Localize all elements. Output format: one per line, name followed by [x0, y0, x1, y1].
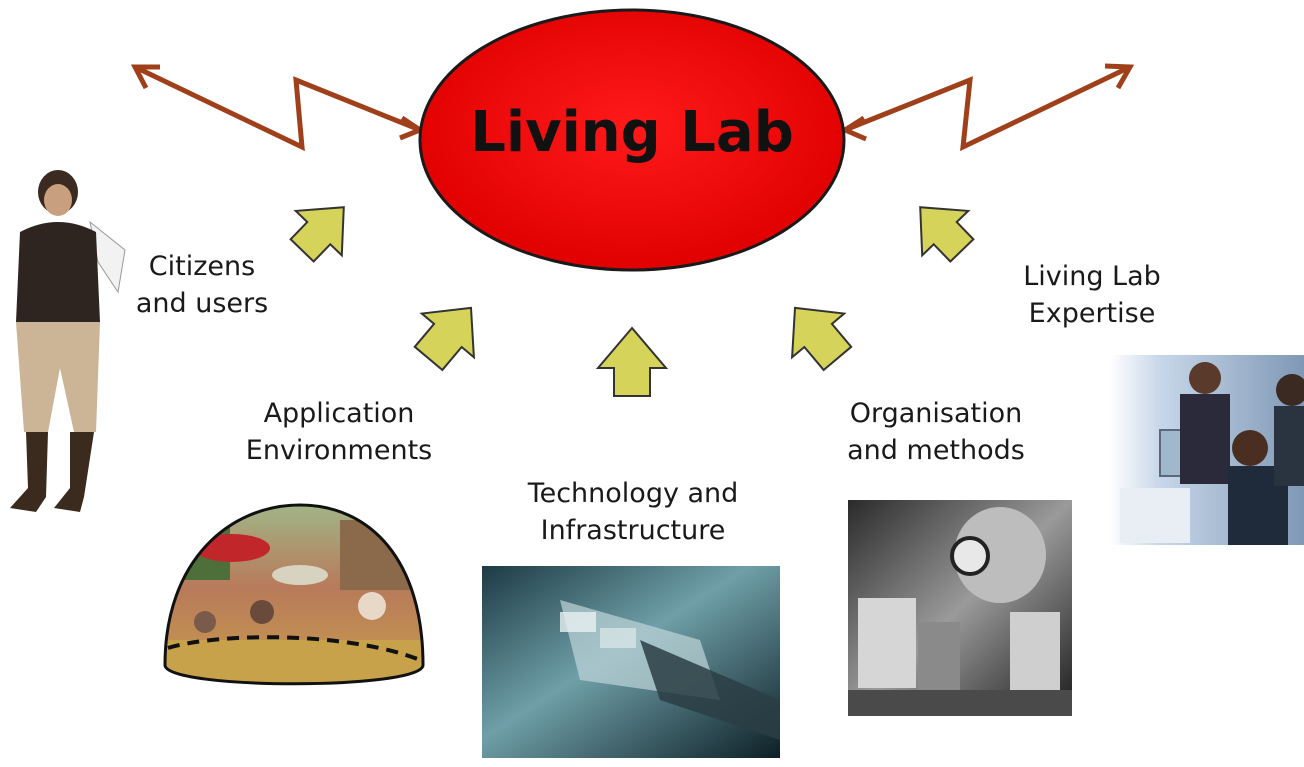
label-application-line2: Environments	[245, 435, 433, 466]
block-arrow-4	[790, 306, 853, 372]
label-citizens-line2: and users	[135, 288, 269, 319]
living-lab-ellipse	[418, 8, 846, 272]
label-technology: Technology and Infrastructure	[502, 475, 764, 549]
label-expertise: Living Lab Expertise	[1006, 258, 1178, 332]
street-scene-photo	[163, 503, 425, 686]
organisation-photo	[848, 500, 1072, 716]
label-citizens-line1: Citizens	[148, 251, 256, 282]
label-citizens: Citizens and users	[118, 248, 286, 322]
label-organisation-line1: Organisation	[849, 398, 1023, 429]
expertise-photo	[1110, 355, 1304, 545]
block-arrow-2	[413, 306, 476, 372]
lightning-arrow-right	[839, 63, 1135, 152]
label-expertise-line1: Living Lab	[1023, 261, 1161, 292]
label-technology-line1: Technology and	[527, 478, 739, 509]
label-expertise-line2: Expertise	[1028, 298, 1156, 329]
block-arrow-3	[595, 326, 669, 397]
block-arrows	[289, 206, 975, 397]
label-technology-line2: Infrastructure	[540, 515, 726, 546]
technology-photo	[482, 566, 780, 758]
citizen-photo	[10, 170, 126, 512]
label-organisation: Organisation and methods	[830, 395, 1042, 469]
label-organisation-line2: and methods	[847, 435, 1025, 466]
label-application: Application Environments	[228, 395, 450, 469]
label-application-line1: Application	[263, 398, 415, 429]
lightning-arrow-left	[130, 64, 426, 152]
block-arrow-1	[289, 206, 345, 263]
living-lab-title: Living Lab	[470, 100, 794, 165]
block-arrow-5	[919, 206, 975, 263]
